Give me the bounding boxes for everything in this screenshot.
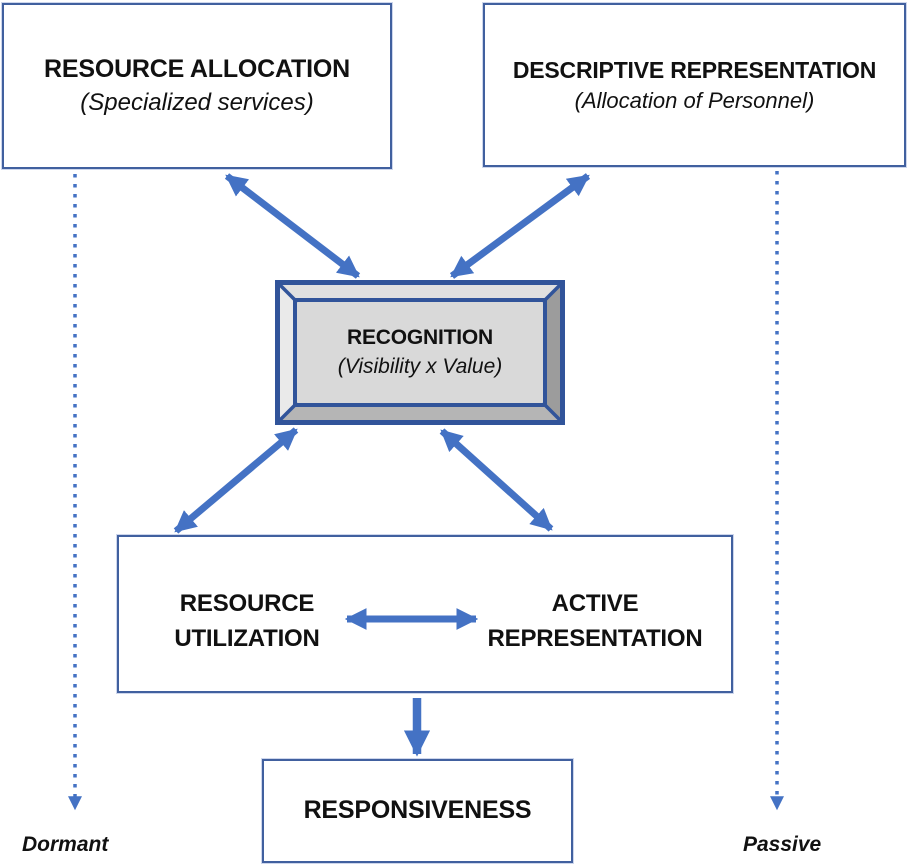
recognition-panel: RECOGNITION (Visibility x Value) bbox=[293, 298, 547, 407]
box-interaction: RESOURCE UTILIZATION ACTIVE REPRESENTATI… bbox=[117, 535, 733, 693]
box-recognition: RECOGNITION (Visibility x Value) bbox=[275, 280, 565, 425]
recognition-title: RECOGNITION bbox=[347, 326, 493, 350]
recognition-bevel-frame: RECOGNITION (Visibility x Value) bbox=[280, 285, 560, 420]
arrow-recognition-active-representation bbox=[439, 428, 554, 532]
active-representation-line1: ACTIVE bbox=[551, 590, 639, 617]
dormant-label: Dormant bbox=[22, 833, 109, 856]
arrow-resource-allocation-recognition bbox=[224, 173, 361, 279]
arrow-descriptive-representation-recognition bbox=[449, 173, 591, 279]
resource-allocation-subtitle: (Specialized services) bbox=[80, 88, 314, 116]
descriptive-representation-subtitle: (Allocation of Personnel) bbox=[574, 87, 815, 113]
box-responsiveness: RESPONSIVENESS bbox=[262, 759, 573, 863]
resource-allocation-title: RESOURCE ALLOCATION bbox=[44, 54, 350, 83]
resource-utilization-line1: RESOURCE bbox=[179, 590, 315, 617]
resource-utilization-line2: UTILIZATION bbox=[174, 624, 320, 652]
arrow-recognition-resource-utilization bbox=[173, 427, 299, 534]
active-representation-line2: REPRESENTATION bbox=[487, 624, 703, 652]
box-descriptive-representation: DESCRIPTIVE REPRESENTATION (Allocation o… bbox=[483, 3, 906, 167]
resource-utilization-text: RESOURCE UTILIZATION bbox=[127, 587, 367, 657]
recognition-subtitle: (Visibility x Value) bbox=[337, 354, 503, 378]
responsiveness-title: RESPONSIVENESS bbox=[303, 796, 532, 825]
descriptive-representation-title: DESCRIPTIVE REPRESENTATION bbox=[512, 56, 877, 83]
passive-label: Passive bbox=[743, 833, 822, 856]
active-representation-text: ACTIVE REPRESENTATION bbox=[471, 587, 719, 657]
box-resource-allocation: RESOURCE ALLOCATION (Specialized service… bbox=[2, 3, 392, 169]
